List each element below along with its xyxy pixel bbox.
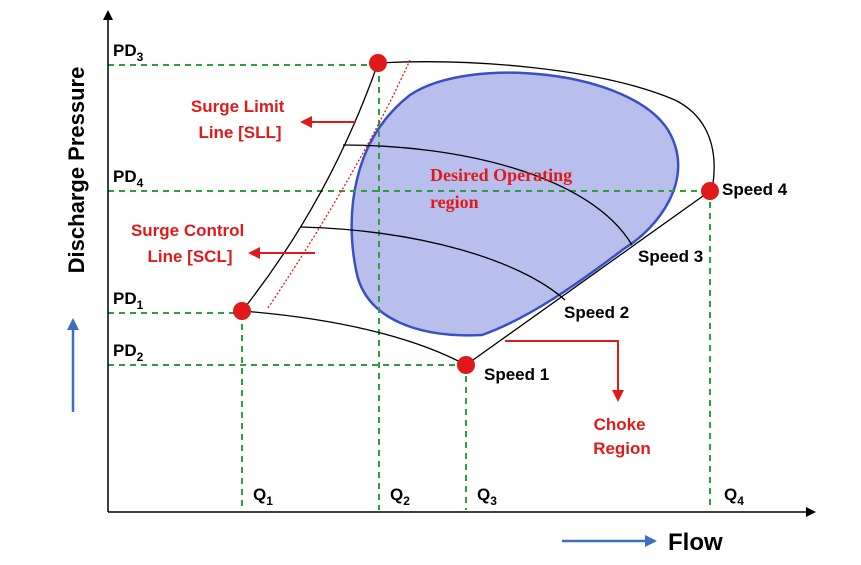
speed3-curve xyxy=(342,144,633,246)
q4-label: Q4 xyxy=(724,485,744,508)
top-envelope-curve xyxy=(377,61,715,191)
speed1-label: Speed 1 xyxy=(484,365,549,384)
speed2-curve xyxy=(299,226,566,301)
desired-region-annotation: Desired Operating region xyxy=(430,165,577,212)
surge-limit-curve xyxy=(241,62,379,312)
point-pd3-q2 xyxy=(369,54,387,72)
q3-label: Q3 xyxy=(477,485,497,508)
choke-curve xyxy=(465,190,711,366)
pd3-label: PD3 xyxy=(113,41,144,64)
map-curves xyxy=(241,61,715,366)
surge-control-curve xyxy=(267,59,411,309)
point-pd1-q1 xyxy=(233,302,251,320)
desired-operating-region xyxy=(350,71,680,337)
pd4-label: PD4 xyxy=(113,167,144,190)
choke-region-annotation: Choke Region xyxy=(593,415,651,458)
speed3-label: Speed 3 xyxy=(638,247,703,266)
speed1-curve xyxy=(241,310,467,366)
point-pd4-q4 xyxy=(701,182,719,200)
pd1-label: PD1 xyxy=(113,289,144,312)
choke-arrow xyxy=(505,340,624,402)
speed4-label: Speed 4 xyxy=(722,180,788,199)
guide-lines xyxy=(108,64,711,510)
sll-annotation: Surge Limit Line [SLL] xyxy=(191,97,289,142)
scl-annotation: Surge Control Line [SCL] xyxy=(131,221,249,266)
pd2-label: PD2 xyxy=(113,341,144,364)
x-axis-title: Flow xyxy=(668,529,723,556)
operating-points xyxy=(233,54,719,374)
speed2-label: Speed 2 xyxy=(564,303,629,322)
y-axis-title: Discharge Pressure xyxy=(64,67,89,274)
q2-label: Q2 xyxy=(390,485,410,508)
q1-label: Q1 xyxy=(253,485,273,508)
point-pd2-q3 xyxy=(457,356,475,374)
